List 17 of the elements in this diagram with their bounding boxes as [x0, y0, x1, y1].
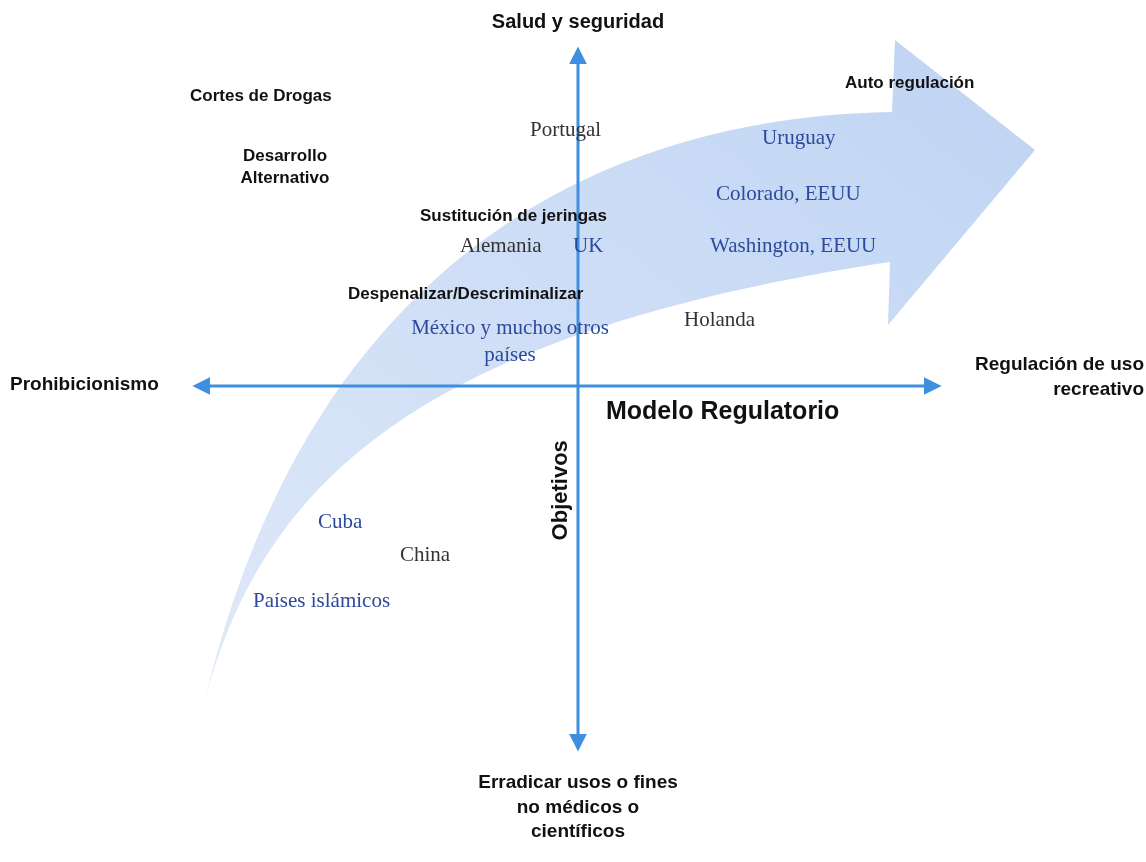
axis-label: Salud y seguridad — [490, 9, 666, 34]
annotation: Cortes de Drogas — [190, 85, 333, 107]
country-label: Alemania — [460, 232, 543, 259]
country-label: Colorado, EEUU — [716, 180, 862, 207]
country-label: Países islámicos — [253, 587, 392, 614]
axis-title: Objetivos — [545, 439, 573, 543]
axis-label: Regulación de uso recreativo — [974, 352, 1144, 401]
annotation: Desarrollo Alternativo — [239, 145, 331, 190]
axis-label: Erradicar usos o fines no médicos o científicos — [478, 770, 678, 844]
country-label: China — [400, 541, 452, 568]
annotation: Auto regulación — [845, 72, 976, 94]
country-label: Cuba — [318, 508, 364, 535]
axis-title: Modelo Regulatorio — [606, 395, 841, 426]
country-label: Washington, EEUU — [710, 232, 878, 259]
axis-label: Prohibicionismo — [10, 372, 160, 396]
country-label: Holanda — [684, 306, 757, 333]
country-label: Uruguay — [762, 124, 837, 151]
